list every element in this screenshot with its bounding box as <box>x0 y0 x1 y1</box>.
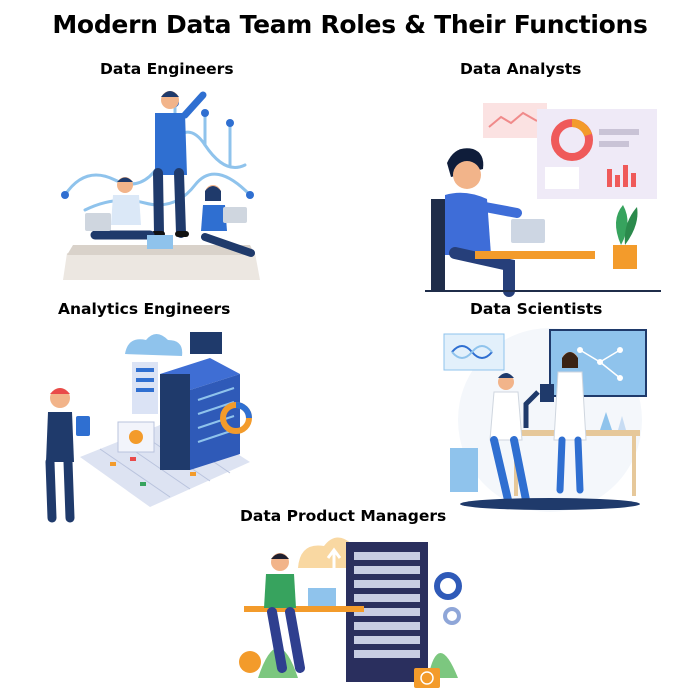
analyst-dashboard-illustration <box>425 103 661 297</box>
monitor <box>190 332 222 354</box>
desk <box>475 251 595 259</box>
flask <box>600 412 612 430</box>
server-rack-small <box>132 362 158 414</box>
gear-icon-large <box>434 572 462 600</box>
cloud <box>125 334 183 356</box>
chair <box>431 199 445 291</box>
plant <box>613 205 638 269</box>
share-icon <box>239 651 261 673</box>
tablet <box>76 416 90 436</box>
product-manager-cloud-illustration <box>239 537 462 688</box>
page-title: Modern Data Team Roles & Their Functions <box>52 10 648 39</box>
globe-folder-icon <box>414 668 440 688</box>
server-rack <box>346 542 428 682</box>
analytics-person <box>45 388 90 523</box>
sitting-engineer-right <box>201 185 255 257</box>
manager-person <box>264 553 305 673</box>
analytics-server-illustration <box>45 332 252 523</box>
engineers-pipeline-illustration <box>61 91 260 280</box>
server-rack-main <box>160 358 240 470</box>
role-label-analytics-engineers: Analytics Engineers <box>58 300 231 318</box>
cabinet <box>450 448 478 492</box>
standing-engineer <box>151 91 207 238</box>
role-label-data-scientists: Data Scientists <box>470 300 603 318</box>
dna-board <box>443 333 505 371</box>
scientists-lab-illustration <box>443 328 647 512</box>
role-label-data-product-managers: Data Product Managers <box>240 507 447 525</box>
clipboard <box>540 384 554 402</box>
gear-icon-small <box>443 607 461 625</box>
analyst-person <box>445 148 522 297</box>
sitting-engineer-left <box>85 177 155 240</box>
laptop <box>308 588 336 606</box>
laptop <box>511 219 545 243</box>
role-label-data-analysts: Data Analysts <box>460 60 582 78</box>
scientist-standing <box>540 352 587 494</box>
microscope <box>523 390 540 428</box>
scientist-seated <box>489 373 530 504</box>
desk <box>244 606 364 612</box>
role-label-data-engineers: Data Engineers <box>100 60 234 78</box>
